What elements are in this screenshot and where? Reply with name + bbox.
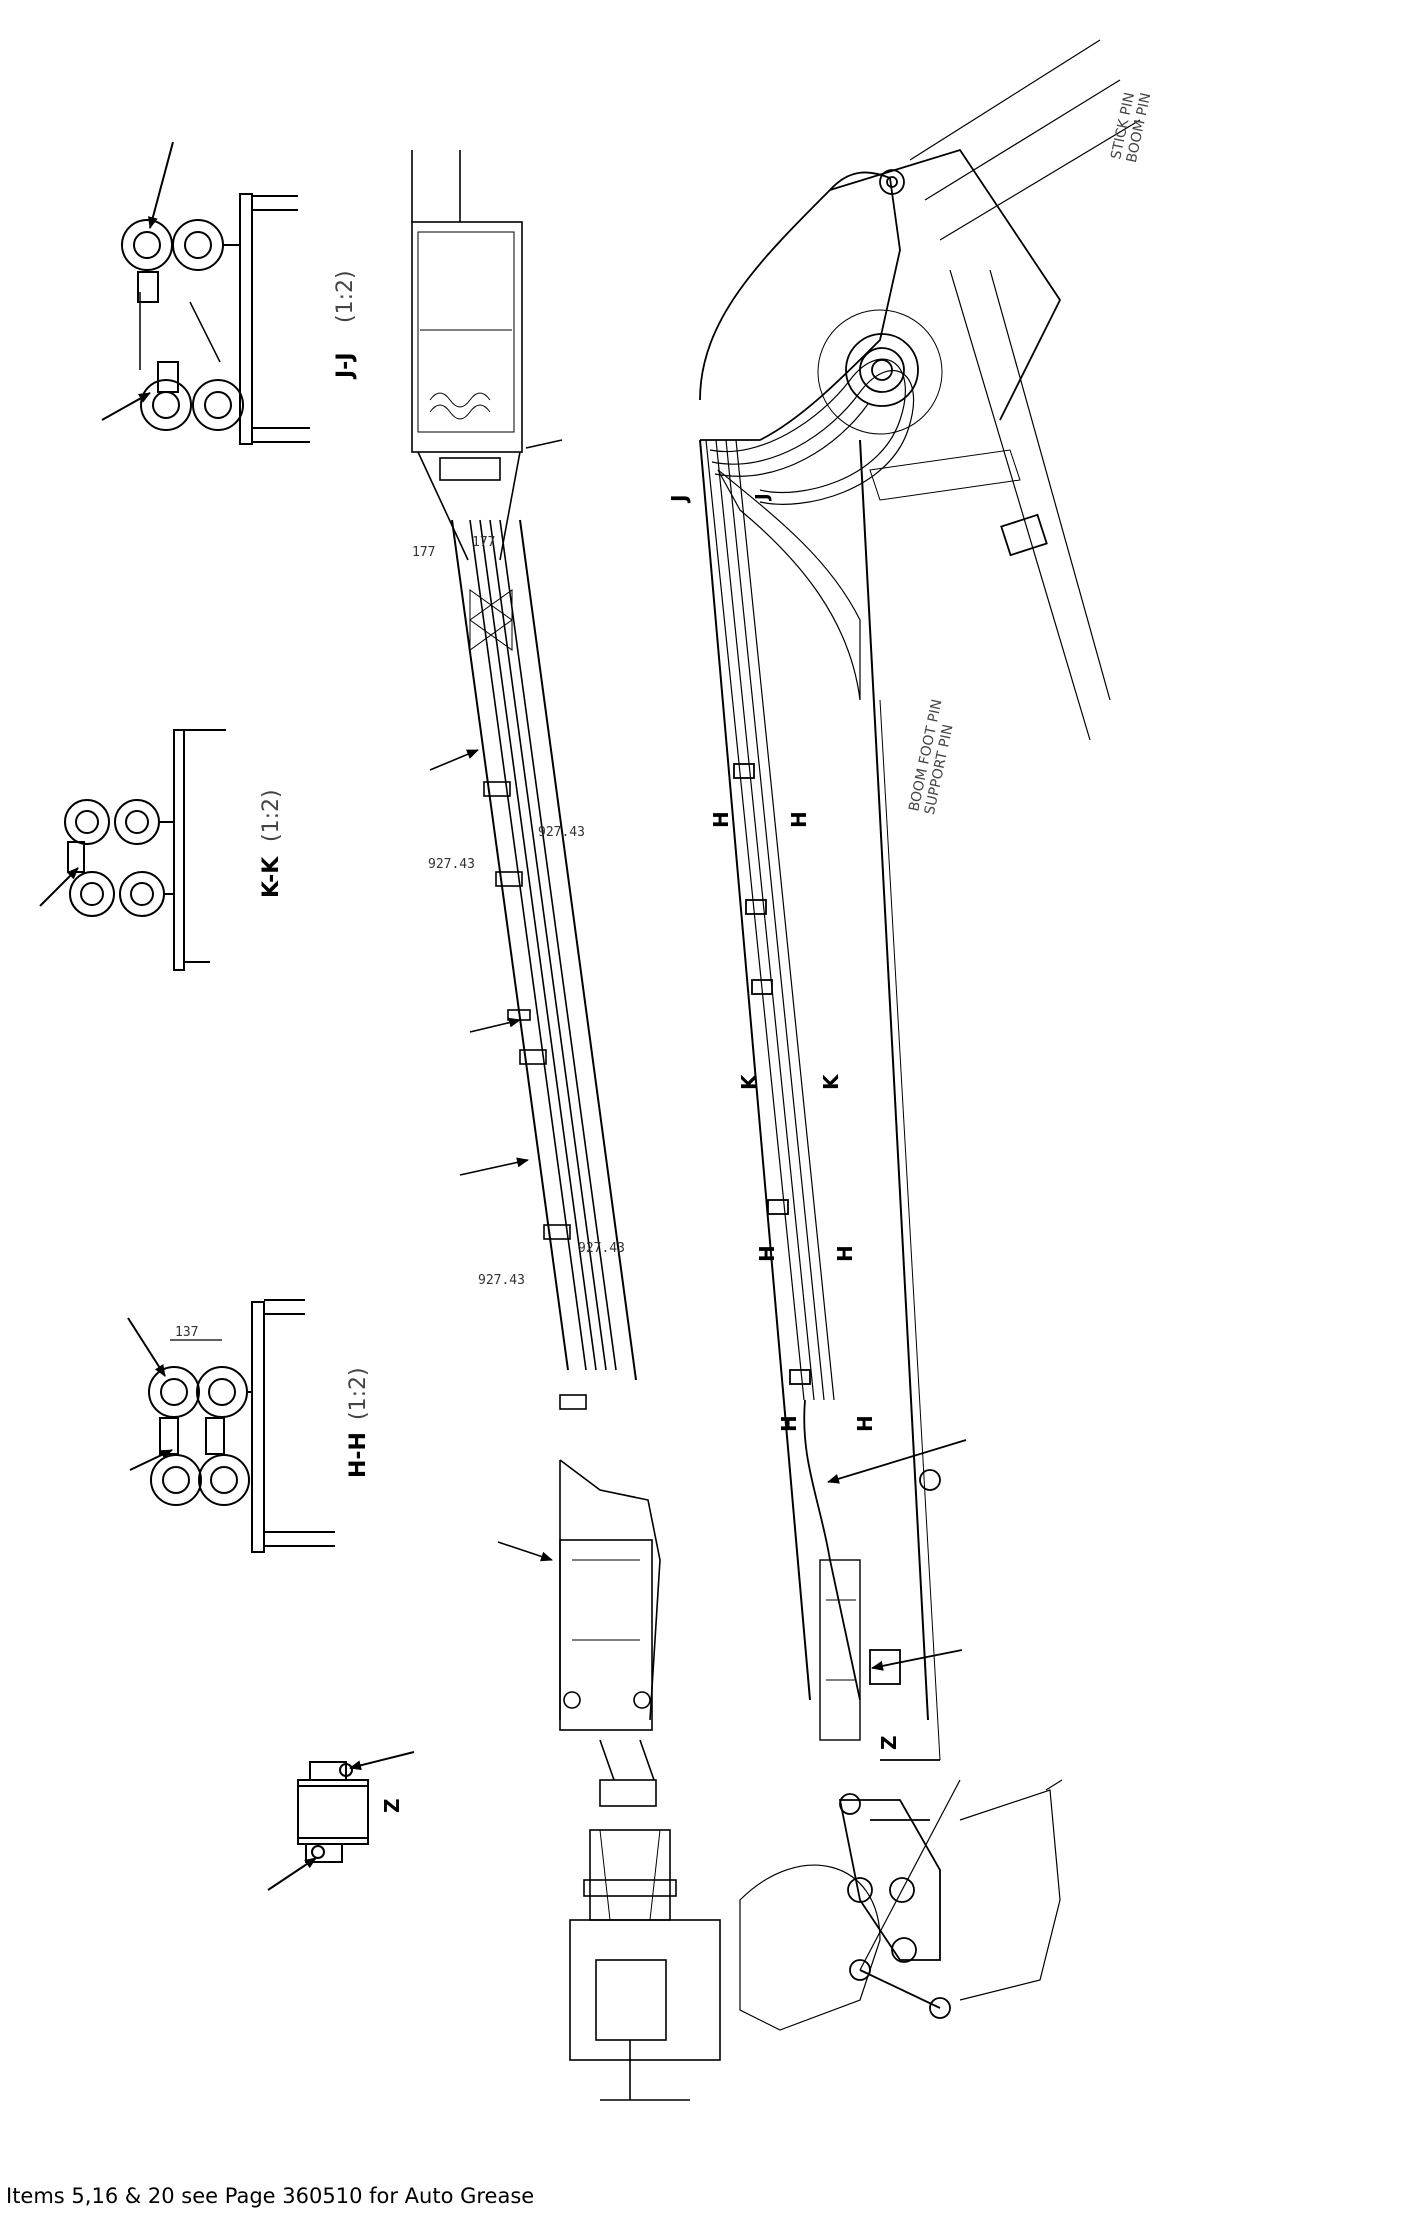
- leader-arrow: [127, 1317, 166, 1377]
- clamp-jj-upper: [121, 219, 240, 303]
- detail-z-title: Z: [380, 1798, 404, 1813]
- marker-z: Z: [877, 1735, 901, 1750]
- stick-pin-note: STICK PIN BOOM PIN: [1108, 91, 1154, 164]
- leader-arrow: [148, 141, 174, 229]
- section-hh-detail: [127, 1299, 335, 1553]
- marker-h: H: [787, 811, 811, 828]
- leader-arrow: [429, 749, 479, 771]
- section-jj-scale: (1:2): [333, 270, 358, 323]
- section-jj-title: J-J: [333, 352, 358, 380]
- section-hh-scale: (1:2): [346, 1367, 371, 1420]
- dim-label: 177: [412, 545, 435, 560]
- marker-j: J: [752, 493, 773, 502]
- marker-k: K: [737, 1073, 761, 1090]
- dim-label: 177: [472, 535, 495, 550]
- boom-top-dimensions: 177 177 927.43 927.43 927.43 927.43: [412, 535, 625, 1288]
- dim-label: 927.43: [538, 825, 585, 840]
- leader-arrow: [129, 1449, 173, 1471]
- marker-h: H: [853, 1415, 877, 1432]
- leader-arrow: [459, 1157, 529, 1176]
- marker-j: J: [667, 495, 691, 504]
- clamp-jj-lower: [140, 361, 244, 431]
- marker-h: H: [709, 811, 733, 828]
- section-kk-title: K-K: [259, 856, 284, 898]
- leader-arrow: [525, 439, 563, 449]
- marker-h: H: [755, 1245, 779, 1262]
- boom-top-view: [411, 150, 721, 2101]
- dim-label: 927.43: [578, 1241, 625, 1256]
- leader-arrow: [349, 1751, 415, 1771]
- marker-h: H: [777, 1415, 801, 1432]
- section-hh-title: H-H: [346, 1432, 371, 1478]
- dim-label: 927.43: [428, 857, 475, 872]
- leader-arrow: [469, 1017, 521, 1033]
- dim-label: 927.43: [478, 1273, 525, 1288]
- leader-arrow: [39, 867, 79, 907]
- section-markers: J J H H K K H H H H Z: [667, 493, 901, 1750]
- marker-k: K: [819, 1073, 843, 1090]
- dim-hh-spacing: 137: [175, 1325, 198, 1340]
- boom-side-view: [699, 39, 1141, 2031]
- marker-h: H: [833, 1245, 857, 1262]
- section-kk-scale: (1:2): [259, 789, 284, 842]
- section-kk-detail: [39, 729, 226, 971]
- leader-arrow: [871, 1649, 963, 1671]
- boom-foot-pin-note: BOOM FOOT PIN SUPPORT PIN: [906, 698, 956, 816]
- detail-z: [267, 1751, 415, 1891]
- leader-arrow: [497, 1541, 553, 1562]
- leader-arrow: [827, 1439, 967, 1484]
- leader-arrow: [101, 392, 151, 421]
- leader-arrow: [267, 1857, 317, 1891]
- footer-caption: Items 5,16 & 20 see Page 360510 for Auto…: [6, 2184, 535, 2208]
- section-jj-detail: [101, 141, 310, 445]
